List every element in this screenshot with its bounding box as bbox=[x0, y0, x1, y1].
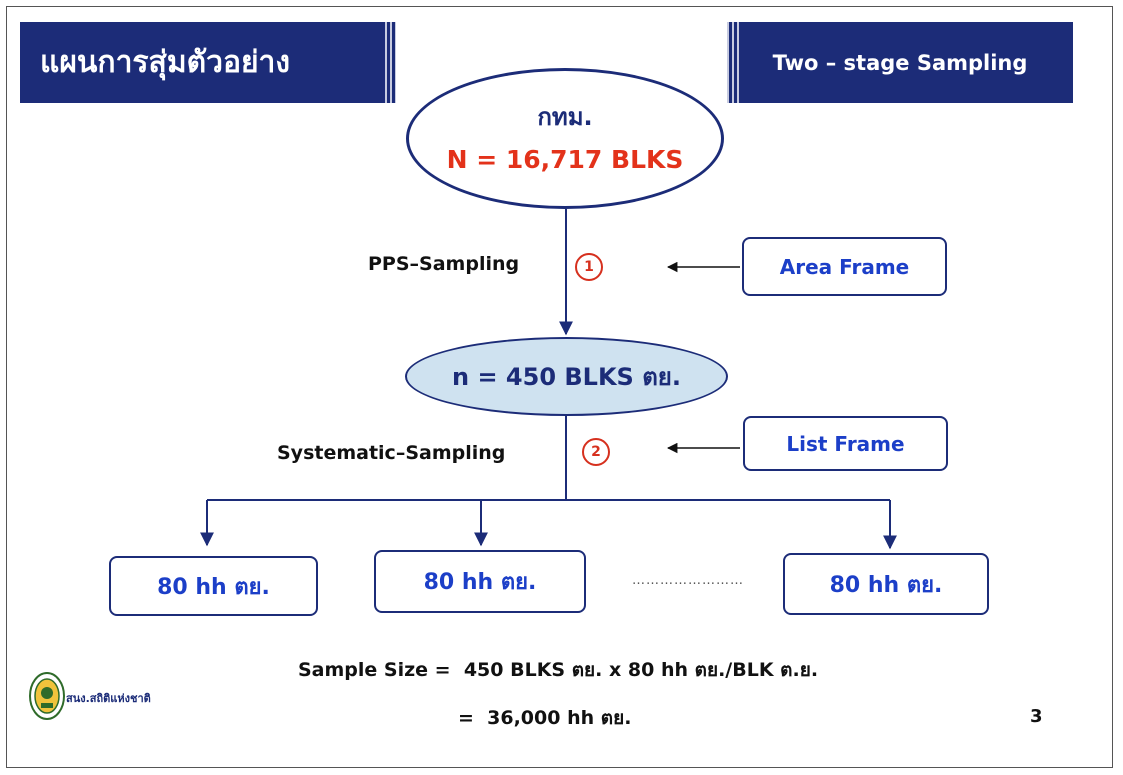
stage2-step-number: 2 bbox=[591, 444, 601, 460]
title-banner: แผนการสุ่มตัวอย่าง bbox=[20, 22, 396, 103]
organization-logo bbox=[29, 672, 65, 720]
method-label: Two – stage Sampling bbox=[772, 50, 1028, 75]
stage1-method: PPS–Sampling bbox=[368, 253, 520, 275]
population-label: กทม. bbox=[537, 103, 593, 131]
household-box-label: 80 hh ตย. bbox=[829, 572, 943, 598]
list-frame-label: List Frame bbox=[786, 431, 905, 456]
sample-size-formula: Sample Size = 450 BLKS ตย. x 80 hh ตย./B… bbox=[298, 659, 819, 681]
stage1-step-badge: 1 bbox=[575, 253, 603, 281]
population-size: N = 16,717 BLKS bbox=[446, 145, 684, 174]
household-box-label: 80 hh ตย. bbox=[423, 570, 537, 595]
sample-blocks-size: n = 450 BLKS ตย. bbox=[452, 363, 681, 391]
stage1-step-number: 1 bbox=[584, 259, 594, 275]
area-frame-label: Area Frame bbox=[779, 254, 910, 279]
slide-frame bbox=[6, 6, 1113, 768]
area-frame-box: Area Frame bbox=[742, 237, 947, 296]
ellipsis-dots: …………………… bbox=[632, 573, 744, 588]
household-box: 80 hh ตย. bbox=[374, 550, 586, 613]
slide-title: แผนการสุ่มตัวอย่าง bbox=[40, 45, 291, 80]
sample-size-result: = 36,000 hh ตย. bbox=[458, 707, 632, 729]
page-number: 3 bbox=[1030, 706, 1043, 727]
stage2-step-badge: 2 bbox=[582, 438, 610, 466]
household-box: 80 hh ตย. bbox=[783, 553, 989, 615]
household-box: 80 hh ตย. bbox=[109, 556, 318, 616]
method-banner-stripe bbox=[727, 22, 741, 103]
sample-blocks-ellipse: n = 450 BLKS ตย. bbox=[405, 337, 728, 416]
stage2-method: Systematic–Sampling bbox=[277, 442, 506, 464]
population-ellipse: กทม. N = 16,717 BLKS bbox=[406, 68, 724, 209]
title-banner-stripe bbox=[382, 22, 396, 103]
method-banner: Two – stage Sampling bbox=[727, 22, 1073, 103]
organization-name: สนง.สถิติแห่งชาติ bbox=[66, 692, 151, 705]
household-box-label: 80 hh ตย. bbox=[157, 574, 270, 600]
list-frame-box: List Frame bbox=[743, 416, 948, 471]
